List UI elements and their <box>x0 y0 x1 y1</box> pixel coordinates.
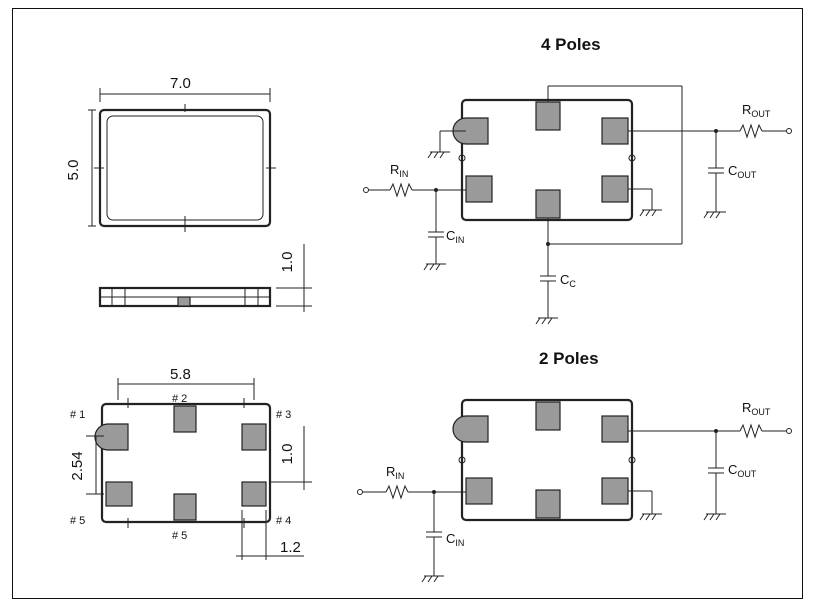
dim-height-label: 5.0 <box>65 160 82 181</box>
dim-pad-pitch-label: 2.54 <box>69 451 86 480</box>
package-top-view <box>88 88 276 232</box>
four-poles-c-in-label: CIN <box>446 228 464 245</box>
two-poles-title: 2 Poles <box>539 349 599 368</box>
pin-4-label: # 4 <box>276 515 291 527</box>
four-poles-title: 4 Poles <box>541 35 601 54</box>
dim-pad-height-label: 1.0 <box>279 444 296 465</box>
dim-pad-width-label: 1.2 <box>280 539 301 556</box>
two-poles-r-in-label: RIN <box>386 464 404 481</box>
four-poles-c-c-label: CC <box>560 272 576 289</box>
dim-width-label: 7.0 <box>170 75 191 92</box>
pin-5-left-label: # 5 <box>70 515 85 527</box>
drawing-frame <box>12 8 803 599</box>
pin-5-bottom-label: # 5 <box>172 530 187 542</box>
two-poles-circuit <box>357 398 792 583</box>
package-side-view <box>98 244 312 312</box>
pin-2-label: # 2 <box>172 393 187 405</box>
two-poles-r-out-label: ROUT <box>742 400 771 417</box>
two-poles-c-out-label: COUT <box>728 462 757 479</box>
package-bottom-view <box>86 378 312 560</box>
dim-pad-span-label: 5.8 <box>170 366 191 383</box>
two-poles-c-in-label: CIN <box>446 531 464 548</box>
pin-3-label: # 3 <box>276 409 291 421</box>
dim-thickness-label: 1.0 <box>279 252 296 273</box>
four-poles-r-out-label: ROUT <box>742 102 771 119</box>
pin-1-label: # 1 <box>70 409 85 421</box>
four-poles-r-in-label: RIN <box>390 162 408 179</box>
four-poles-circuit <box>363 85 792 325</box>
four-poles-c-out-label: COUT <box>728 163 757 180</box>
pad-1-rounded <box>94 423 129 451</box>
